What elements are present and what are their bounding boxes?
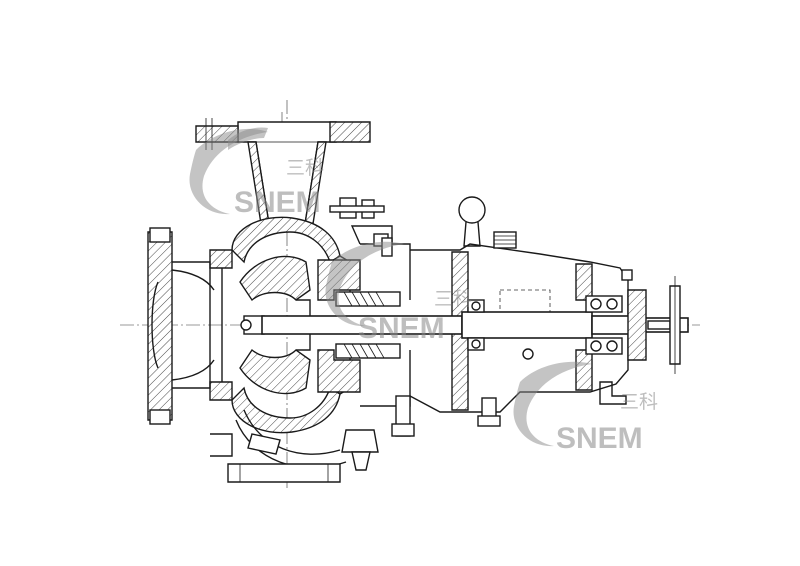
coupling-end [621, 269, 681, 374]
watermark-top-left: 三科 SNEM [189, 127, 324, 219]
suction-flange [147, 227, 215, 425]
watermark-center: 三科 SNEM [325, 241, 472, 345]
bearings [467, 295, 623, 355]
watermark-brand: SNEM [556, 422, 643, 455]
breather-cap [458, 196, 517, 249]
discharge-nozzle [195, 118, 371, 231]
watermark-chinese: 三科 [286, 157, 324, 179]
casing-foot [210, 433, 341, 483]
impeller [239, 255, 311, 395]
watermark-bottom-right: 三科 SNEM [513, 361, 658, 455]
watermark-brand: SNEM [234, 186, 321, 219]
logo-swoosh-icon [325, 241, 404, 327]
pump-shaft [261, 311, 689, 339]
logo-swoosh-icon [513, 361, 592, 447]
volute-casing [209, 216, 351, 469]
logo-swoosh-icon [189, 128, 268, 215]
watermark-chinese: 三科 [434, 288, 472, 310]
watermark-brand: SNEM [358, 312, 445, 345]
watermark-chinese: 三科 [620, 391, 658, 413]
